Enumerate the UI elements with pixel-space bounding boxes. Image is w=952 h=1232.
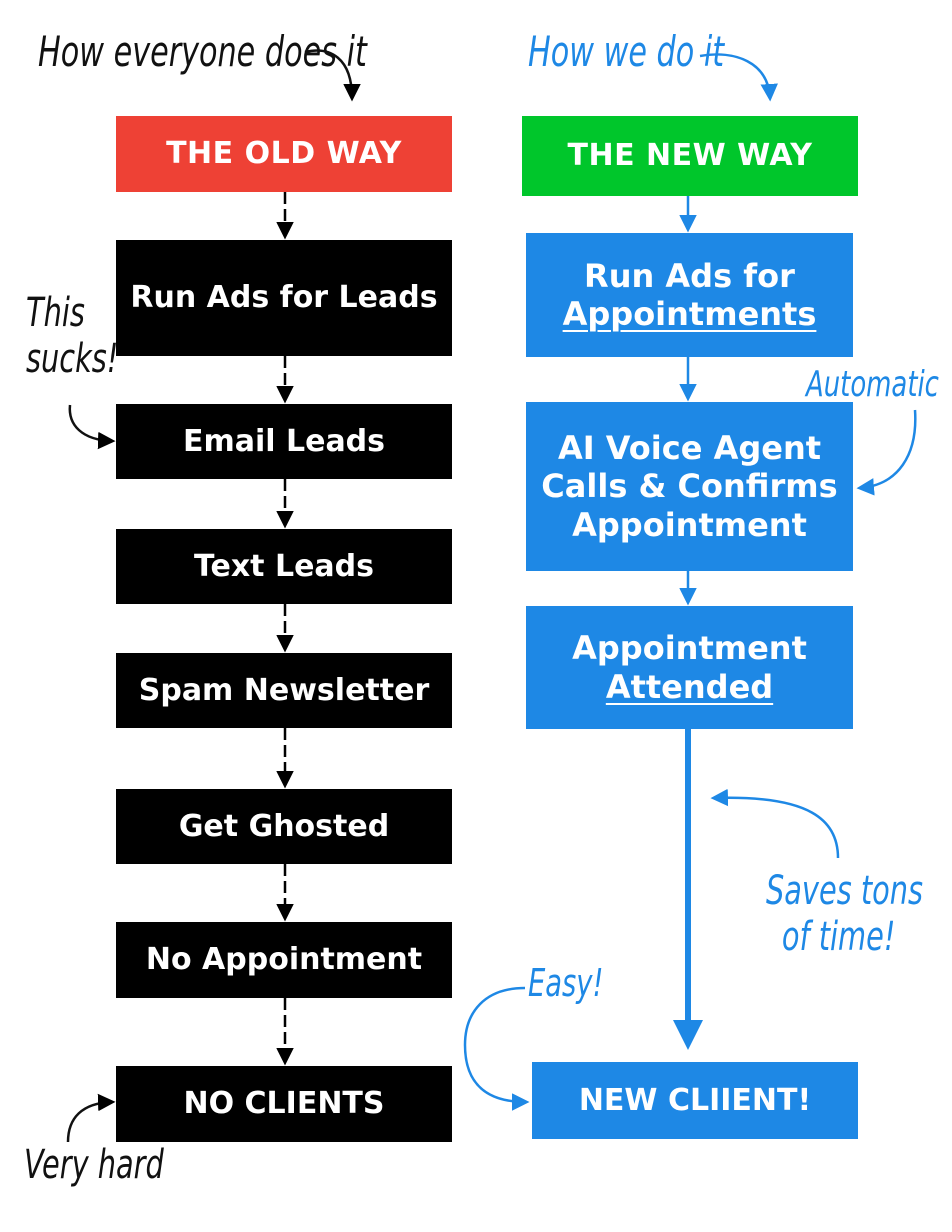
easy-note: Easy!	[528, 961, 604, 1005]
saves-time-note: Saves tons of time!	[766, 868, 923, 960]
new-step-appointment-attended: Appointment Attended	[526, 606, 853, 729]
old-step-text-leads: Text Leads	[116, 529, 452, 604]
old-step-email-leads: Email Leads	[116, 404, 452, 479]
new-way-intro-note: How we do it	[528, 27, 725, 76]
automatic-note: Automatic	[806, 364, 939, 405]
easy-arrow	[463, 986, 530, 1111]
new-step-ai-line-2: Calls & Confirms	[541, 467, 838, 506]
old-step-no-clients: NO CLIENTS	[116, 1066, 452, 1142]
old-step-run-ads: Run Ads for Leads	[116, 240, 452, 356]
old-step-no-appointment: No Appointment	[116, 922, 452, 998]
new-step-ai-line-3: Appointment	[572, 505, 807, 544]
intro-old-arrow	[304, 49, 361, 102]
old-step-get-ghosted: Get Ghosted	[116, 789, 452, 864]
intro-new-arrow	[699, 53, 778, 102]
new-step-ai-voice-agent: AI Voice Agent Calls & Confirms Appointm…	[526, 402, 853, 571]
saves-time-line-1: Saves tons	[766, 868, 924, 914]
sucks-arrow	[68, 404, 116, 450]
very-hard-note: Very hard	[24, 1142, 164, 1188]
saves-time-line-2: of time!	[781, 914, 896, 960]
very-hard-arrow	[66, 1093, 116, 1143]
old-way-intro-note: How everyone does it	[38, 27, 367, 76]
new-step-run-ads: Run Ads for Appointments	[526, 233, 853, 357]
new-step-attended-line-2: Attended	[605, 667, 774, 706]
this-sucks-note: This sucks!	[26, 290, 118, 382]
new-step-attended-line-1: Appointment	[572, 629, 807, 668]
new-step-new-client: NEW CLIIENT!	[532, 1062, 858, 1139]
new-step-ai-line-1: AI Voice Agent	[557, 428, 822, 467]
new-way-header: THE NEW WAY	[522, 116, 858, 196]
new-step-run-ads-line-1: Run Ads for	[584, 256, 795, 295]
this-sucks-line-2: sucks!	[26, 336, 119, 382]
new-step-run-ads-line-2: Appointments	[562, 295, 817, 333]
automatic-arrow	[856, 409, 917, 496]
old-step-spam-newsletter: Spam Newsletter	[116, 653, 452, 728]
old-way-header: THE OLD WAY	[116, 116, 452, 192]
this-sucks-line-1: This	[26, 290, 85, 336]
saves-time-arrow	[710, 788, 840, 859]
